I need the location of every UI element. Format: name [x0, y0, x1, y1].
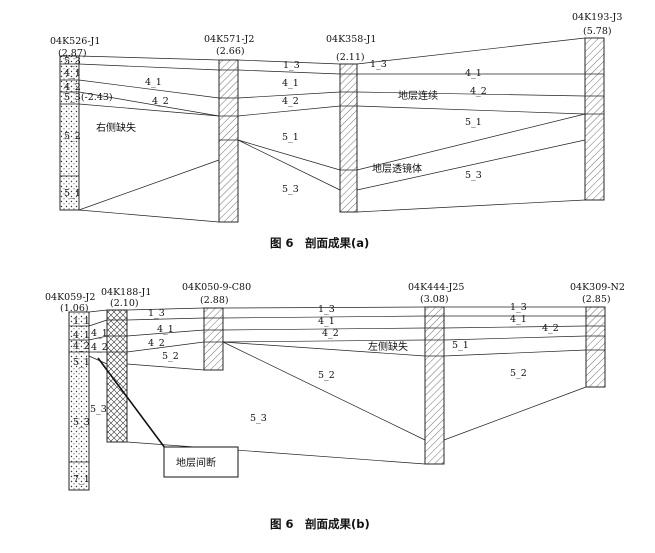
borehole-column-b3: [203, 307, 224, 371]
borehole-id-a2: 04K571-J2: [204, 34, 254, 45]
borehole-elev-a1: (2.87): [58, 48, 87, 59]
borehole-elev-a2: (2.66): [216, 46, 245, 57]
layer-label: 4_2: [152, 96, 169, 107]
fault-callout-box: [163, 446, 239, 478]
layer-label: 5_3: [282, 184, 299, 195]
layer-label: 5_1: [452, 340, 469, 351]
borehole-column-a2: [218, 59, 239, 223]
layer-label: 4_2: [64, 82, 81, 93]
note-continuous: 地层连续: [398, 89, 438, 102]
borehole-elev-b4: (3.08): [420, 294, 449, 305]
note-left-missing: 左侧缺失: [368, 340, 408, 353]
layer-label: 4_1: [73, 330, 90, 341]
note-right-missing: 右侧缺失: [96, 121, 136, 134]
borehole-column-b2: [106, 309, 128, 443]
borehole-id-b5: 04K309-N2: [570, 282, 625, 293]
borehole-column-b4: [424, 306, 445, 465]
layer-label: 1_3: [148, 308, 165, 319]
layer-label: 7_1: [73, 474, 90, 485]
borehole-id-b3: 04K050-9-C80: [182, 282, 251, 293]
layer-label: 4_1: [465, 68, 482, 79]
borehole-column-a3: [339, 63, 358, 213]
borehole-column-b1: [68, 311, 90, 491]
layer-label: 1_3: [510, 302, 527, 313]
borehole-column-b5: [585, 306, 606, 388]
layer-label: 5_2: [510, 368, 527, 379]
layer-label: 5_2: [162, 351, 179, 362]
stratum-correlation-lines-a: [78, 37, 586, 223]
borehole-id-a3: 04K358-J1: [326, 34, 376, 45]
borehole-column-a1: [59, 55, 80, 211]
layer-label: 4_1: [510, 314, 527, 325]
borehole-id-b1: 04K059-J2: [45, 292, 95, 303]
layer-label: 4_2: [282, 96, 299, 107]
layer-label: 4_1: [145, 77, 162, 88]
layer-label: 4_1: [282, 78, 299, 89]
layer-label: 5_3: [90, 404, 107, 415]
layer-label: 4_2: [470, 86, 487, 97]
layer-label: 5_3: [73, 417, 90, 428]
layer-label: 5_1: [73, 357, 90, 368]
layer-label: 4_2: [542, 323, 559, 334]
layer-label: 5_1: [465, 117, 482, 128]
layer-label: 4_1: [64, 68, 81, 79]
layer-label: 4_2: [91, 342, 108, 353]
borehole-elev-b3: (2.88): [200, 295, 229, 306]
layer-label: 1_3: [283, 60, 300, 71]
layer-label: 4_2: [73, 341, 90, 352]
layer-label: 5_2: [64, 131, 81, 142]
layer-label: 4_1: [91, 328, 108, 339]
layer-label: 5_1: [282, 132, 299, 143]
borehole-elev-b2: (2.10): [110, 298, 139, 309]
column-layer-ticks-a: [60, 63, 604, 177]
caption-a: 图 6 剖面成果(a): [270, 236, 369, 250]
borehole-column-a4: [584, 37, 605, 201]
section-a: 04K526-J1 (2.87) 04K571-J2 (2.66) 04K358…: [50, 12, 622, 250]
stratum-correlation-lines-b: [88, 306, 587, 465]
borehole-id-b4: 04K444-J25: [408, 282, 464, 293]
layer-label: 4_1: [157, 324, 174, 335]
layer-label: 1_3: [318, 304, 335, 315]
note-lens: 地层透镜体: [372, 162, 422, 175]
layer-label: 5_2: [318, 370, 335, 381]
layer-label: 4_2: [148, 338, 165, 349]
layer-label: 4_1: [318, 316, 335, 327]
borehole-elev-a3: (2.11): [336, 52, 365, 63]
layer-label: 1_1: [73, 316, 90, 327]
borehole-elev-b5: (2.85): [582, 294, 611, 305]
layer-label: 5_3: [250, 413, 267, 424]
borehole-elev-b1: (1.06): [60, 303, 89, 314]
note-fault: 地层间断: [176, 456, 216, 469]
layer-label: 4_2: [322, 328, 339, 339]
borehole-id-a1: 04K526-J1: [50, 36, 100, 47]
borehole-id-b2: 04K188-J1: [101, 287, 151, 298]
column-layer-ticks-b: [69, 315, 605, 463]
section-b: 地层间断 04K059-J2 (1.06) 04K188-J1 (2.10) 0…: [45, 282, 625, 531]
borehole-elev-a4: (5.78): [583, 26, 612, 37]
fault-pointer-line: [97, 357, 166, 449]
caption-b: 图 6 剖面成果(b): [270, 517, 370, 531]
layer-label: 5_3(-2.43): [64, 92, 113, 103]
layer-label: 5_3: [64, 56, 81, 67]
layer-label: 1_3: [370, 59, 387, 70]
layer-label: 5_1: [64, 188, 81, 199]
layer-label: 5_3: [465, 170, 482, 181]
borehole-id-a4: 04K193-J3: [572, 12, 622, 23]
